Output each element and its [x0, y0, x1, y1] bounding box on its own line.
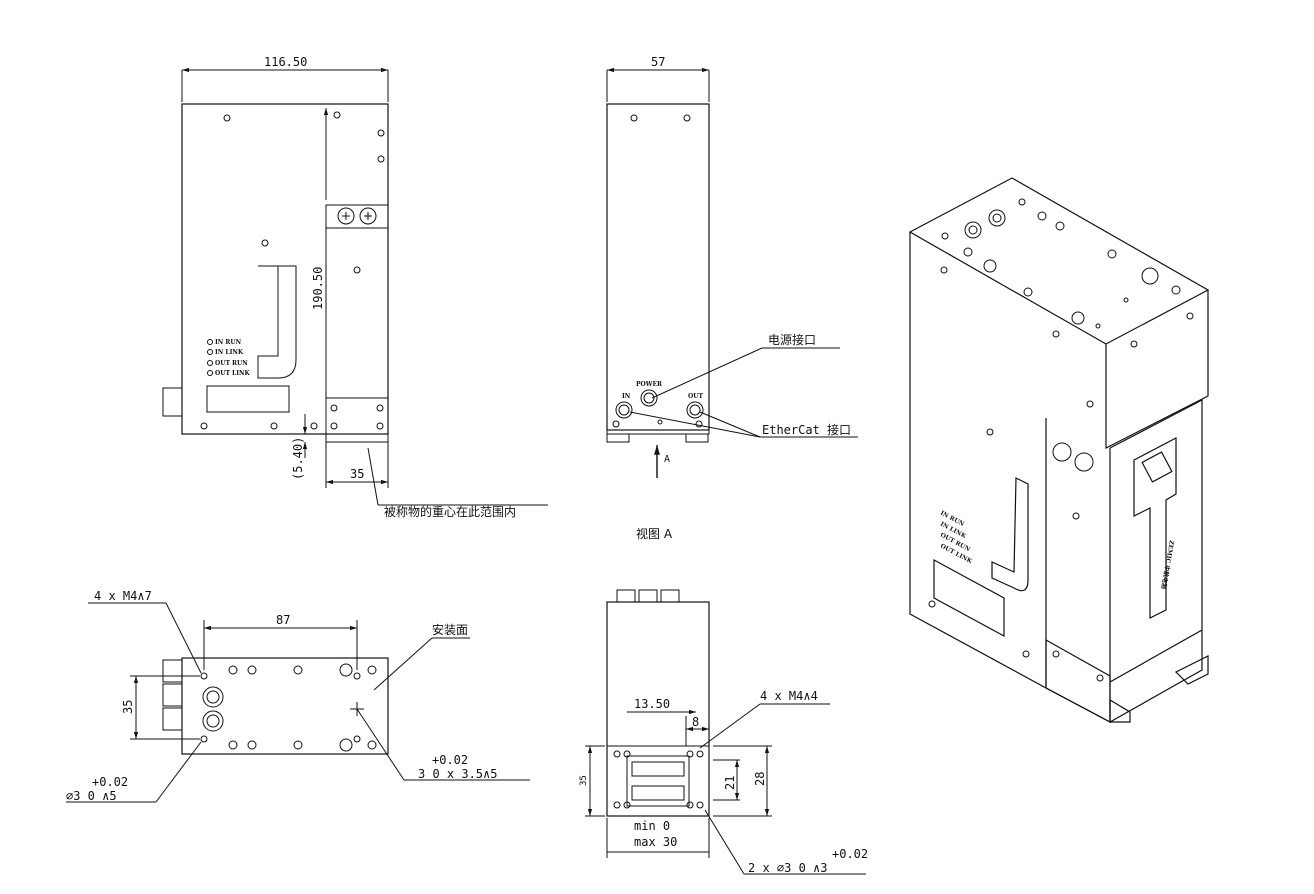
led-label: IN LINK [215, 349, 244, 356]
dim-offset: (5.40) [291, 437, 305, 480]
dim-35-side: 35 [579, 775, 589, 786]
label-mount-face: 安装面 [432, 622, 468, 637]
tol-c: +0.02 [832, 847, 868, 861]
hole-a: ∅3 0 ∧5 [66, 789, 117, 803]
label-view-a: 视图 A [636, 526, 673, 541]
dim-m4-4: 4 x M4∧4 [760, 689, 818, 703]
led-label: OUT LINK [215, 370, 251, 377]
label-in: IN [622, 393, 631, 400]
label-power-port: 电源接口 [768, 332, 816, 347]
hole-b: 3 0 x 3.5∧5 [418, 767, 497, 781]
label-cog-note: 被称物的重心在此范围内 [384, 504, 516, 519]
dim-28: 28 [753, 772, 767, 786]
tol-b: +0.02 [432, 753, 468, 767]
bottom-view [66, 602, 530, 803]
front-view [162, 67, 548, 506]
dimension-texts: 116.50 190.50 57 (5.40) 35 87 35 4 x M4∧… [66, 55, 868, 875]
dim-13-50: 13.50 [634, 697, 670, 711]
dim-35-bottom: 35 [121, 700, 135, 714]
rear-view [585, 589, 866, 875]
tol-a: +0.02 [92, 775, 128, 789]
dim-depth: 57 [651, 55, 665, 69]
dim-height: 190.50 [311, 267, 325, 310]
dim-width: 116.50 [264, 55, 307, 69]
isometric-holes [928, 198, 1194, 682]
led-label: IN RUN [215, 339, 242, 346]
annotation-labels: 电源接口 EtherCat 接口 被称物的重心在此范围内 安装面 视图 A A … [384, 332, 851, 637]
dim-m4-7: 4 x M4∧7 [94, 589, 152, 603]
label-ethercat-port: EtherCat 接口 [762, 422, 851, 437]
led-labels: IN RUN IN LINK OUT RUN OUT LINK IN RUN I… [215, 339, 1176, 590]
dim-21: 21 [723, 776, 737, 790]
front-screws [200, 111, 385, 430]
dim-min: min 0 [634, 819, 670, 833]
side-view [606, 67, 858, 478]
label-out: OUT [688, 393, 703, 400]
logo-text: ZEMIC 中航电测 [1159, 540, 1175, 590]
led-indicators [207, 339, 213, 376]
dim-8: 8 [692, 715, 699, 729]
dim-max: max 30 [634, 835, 677, 849]
dim-87: 87 [276, 613, 290, 627]
dim-35-front: 35 [350, 467, 364, 481]
led-label: OUT RUN [215, 360, 248, 367]
label-power: POWER [636, 381, 663, 388]
isometric-view [908, 177, 1210, 723]
label-arrow-a: A [664, 454, 670, 465]
hole-c: 2 x ∅3 0 ∧3 [748, 861, 827, 875]
